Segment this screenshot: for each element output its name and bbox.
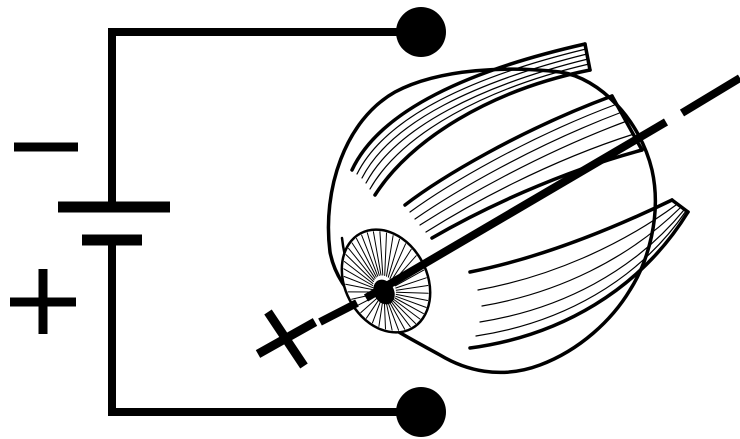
eyeball [324,44,688,372]
bottom-electrode-terminal [396,387,446,437]
axis-segment-1 [320,303,357,322]
top-electrode-terminal [396,7,446,57]
axis-end-sign: + [258,312,315,366]
battery-positive-sign: + [10,269,76,334]
axis-segment-3 [682,78,740,113]
